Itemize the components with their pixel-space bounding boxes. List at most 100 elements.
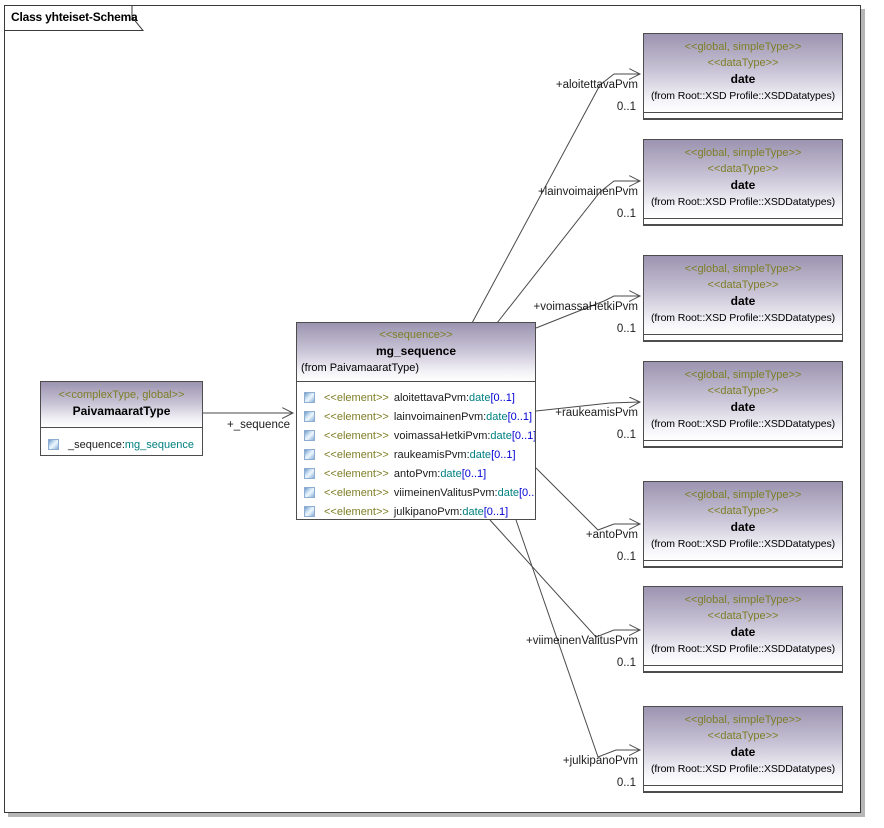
- element-name: viimeinenValitusPvm:: [393, 486, 498, 499]
- from-label: (from Root::XSD Profile::XSDDatatypes): [650, 763, 836, 775]
- element-stereotype: <<element>>: [324, 448, 389, 461]
- connector-julkipanoPvm[interactable]: [515, 519, 640, 758]
- attributes-compartment: [644, 441, 842, 447]
- attributes-compartment: [644, 561, 842, 567]
- connector-antoPvm[interactable]: [535, 467, 640, 531]
- class-paivamaarattype[interactable]: <<complexType, global>> PaivamaaratType …: [40, 381, 203, 456]
- connector-voimassaHetkiPvm[interactable]: [535, 296, 640, 329]
- class-date-7[interactable]: <<global, simpleType>> <<dataType>> date…: [643, 706, 843, 793]
- element-row[interactable]: <<element>>julkipanoPvm:date[0..1]: [297, 502, 535, 521]
- edge-mult-julkipanoPvm[interactable]: 0..1: [616, 777, 636, 789]
- stereotype-label: <<global, simpleType>>: [684, 41, 802, 53]
- class-date-3[interactable]: <<global, simpleType>> <<dataType>> date…: [643, 255, 843, 342]
- class-name: PaivamaaratType: [72, 404, 171, 418]
- stereotype-label: <<global, simpleType>>: [684, 489, 802, 501]
- operations-compartment: [644, 447, 842, 453]
- class-name: date: [730, 178, 756, 192]
- attributes-compartment: [644, 113, 842, 119]
- stereotype-label: <<sequence>>: [379, 329, 453, 341]
- operations-compartment: [644, 341, 842, 347]
- class-date-1[interactable]: <<global, simpleType>> <<dataType>> date…: [643, 33, 843, 120]
- edge-label-sequence[interactable]: +_sequence: [227, 419, 290, 431]
- stereotype-label: <<complexType, global>>: [58, 389, 185, 401]
- stereotype-label: <<dataType>>: [707, 505, 779, 517]
- class-header: <<complexType, global>> PaivamaaratType: [41, 382, 202, 428]
- stereotype-label: <<global, simpleType>>: [684, 263, 802, 275]
- class-name: date: [730, 294, 756, 308]
- operations-compartment: [644, 792, 842, 798]
- edge-mult-viimeinenValitusPvm[interactable]: 0..1: [616, 657, 636, 669]
- element-stereotype: <<element>>: [324, 410, 389, 423]
- element-multiplicity: [0..1]: [519, 486, 535, 499]
- connector-viimeinenValitusPvm[interactable]: [489, 519, 640, 638]
- stereotype-label: <<global, simpleType>>: [684, 714, 802, 726]
- class-name: date: [730, 625, 756, 639]
- class-date-4[interactable]: <<global, simpleType>> <<dataType>> date…: [643, 361, 843, 448]
- attribute-icon: [48, 439, 59, 450]
- from-label: (from PaivamaaratType): [301, 362, 419, 374]
- operations-compartment: [644, 567, 842, 573]
- element-icon: [304, 468, 315, 479]
- from-label: (from Root::XSD Profile::XSDDatatypes): [650, 90, 836, 102]
- edge-mult-aloitettavaPvm[interactable]: 0..1: [616, 101, 636, 113]
- element-row[interactable]: <<element>>voimassaHetkiPvm:date[0..1]: [297, 426, 535, 445]
- class-header: <<global, simpleType>> <<dataType>> date…: [644, 482, 842, 561]
- element-row[interactable]: <<element>>antoPvm:date[0..1]: [297, 464, 535, 483]
- edge-mult-lainvoimainenPvm[interactable]: 0..1: [616, 208, 636, 220]
- edge-role-antoPvm[interactable]: +antoPvm: [585, 529, 638, 541]
- class-name: date: [730, 520, 756, 534]
- edge-role-lainvoimainenPvm[interactable]: +lainvoimainenPvm: [537, 186, 638, 198]
- class-date-6[interactable]: <<global, simpleType>> <<dataType>> date…: [643, 586, 843, 673]
- element-multiplicity: [0..1]: [483, 505, 509, 518]
- stereotype-label: <<dataType>>: [707, 730, 779, 742]
- class-mg-sequence[interactable]: <<sequence>> mg_sequence (from Paivamaar…: [296, 322, 536, 520]
- edge-role-viimeinenValitusPvm[interactable]: +viimeinenValitusPvm: [526, 635, 638, 647]
- element-row[interactable]: <<element>> viimeinenValitusPvm:date[0..1…: [297, 483, 535, 502]
- operations-compartment: [644, 672, 842, 678]
- edge-role-voimassaHetkiPvm[interactable]: +voimassaHetkiPvm: [533, 301, 639, 313]
- attribute-type: mg_sequence: [124, 438, 194, 451]
- from-label: (from Root::XSD Profile::XSDDatatypes): [650, 196, 836, 208]
- edge-mult-voimassaHetkiPvm[interactable]: 0..1: [616, 323, 636, 335]
- element-row[interactable]: <<element>>lainvoimainenPvm:date[0..1]: [297, 407, 535, 426]
- edge-mult-antoPvm[interactable]: 0..1: [616, 551, 636, 563]
- connector-lainvoimainenPvm[interactable]: [496, 181, 640, 324]
- class-header: <<global, simpleType>> <<dataType>> date…: [644, 256, 842, 335]
- class-header: <<global, simpleType>> <<dataType>> date…: [644, 587, 842, 666]
- element-type: date: [497, 486, 519, 499]
- from-label: (from Root::XSD Profile::XSDDatatypes): [650, 312, 836, 324]
- attribute-row[interactable]: _sequence:mg_sequence: [41, 435, 202, 454]
- class-name: date: [730, 400, 756, 414]
- connector-aloitettavaPvm[interactable]: [471, 74, 640, 324]
- connector-raukeamisPvm[interactable]: [535, 402, 640, 412]
- element-stereotype: <<element>>: [324, 429, 389, 442]
- element-name: julkipanoPvm:: [393, 505, 463, 518]
- element-type: date: [469, 448, 492, 461]
- edge-role-julkipanoPvm[interactable]: +julkipanoPvm: [562, 755, 638, 767]
- class-name: date: [730, 745, 756, 759]
- element-name: lainvoimainenPvm:: [393, 410, 487, 423]
- class-name: mg_sequence: [375, 344, 457, 358]
- element-stereotype: <<element>>: [324, 467, 389, 480]
- stereotype-label: <<dataType>>: [707, 385, 779, 397]
- element-multiplicity: [0..1]: [491, 448, 516, 461]
- element-type: date: [490, 429, 512, 442]
- frame-title: Class yhteiset-Schema: [11, 10, 138, 24]
- class-date-5[interactable]: <<global, simpleType>> <<dataType>> date…: [643, 481, 843, 568]
- operations-compartment: [644, 225, 842, 231]
- stereotype-label: <<dataType>>: [707, 279, 779, 291]
- element-name: aloitettavaPvm:: [393, 391, 470, 404]
- element-row[interactable]: <<element>>aloitettavaPvm:date[0..1]: [297, 388, 535, 407]
- edge-role-aloitettavaPvm[interactable]: +aloitettavaPvm: [555, 79, 638, 91]
- edge-mult-raukeamisPvm[interactable]: 0..1: [616, 429, 636, 441]
- element-icon: [304, 449, 315, 460]
- element-stereotype: <<element>>: [324, 486, 389, 499]
- class-header: <<sequence>> mg_sequence (from Paivamaar…: [297, 323, 535, 382]
- operations-compartment: [644, 119, 842, 125]
- from-label: (from Root::XSD Profile::XSDDatatypes): [650, 538, 836, 550]
- element-icon: [304, 430, 315, 441]
- element-row[interactable]: <<element>>raukeamisPvm:date[0..1]: [297, 445, 535, 464]
- edge-role-raukeamisPvm[interactable]: +raukeamisPvm: [555, 407, 638, 419]
- class-date-2[interactable]: <<global, simpleType>> <<dataType>> date…: [643, 139, 843, 226]
